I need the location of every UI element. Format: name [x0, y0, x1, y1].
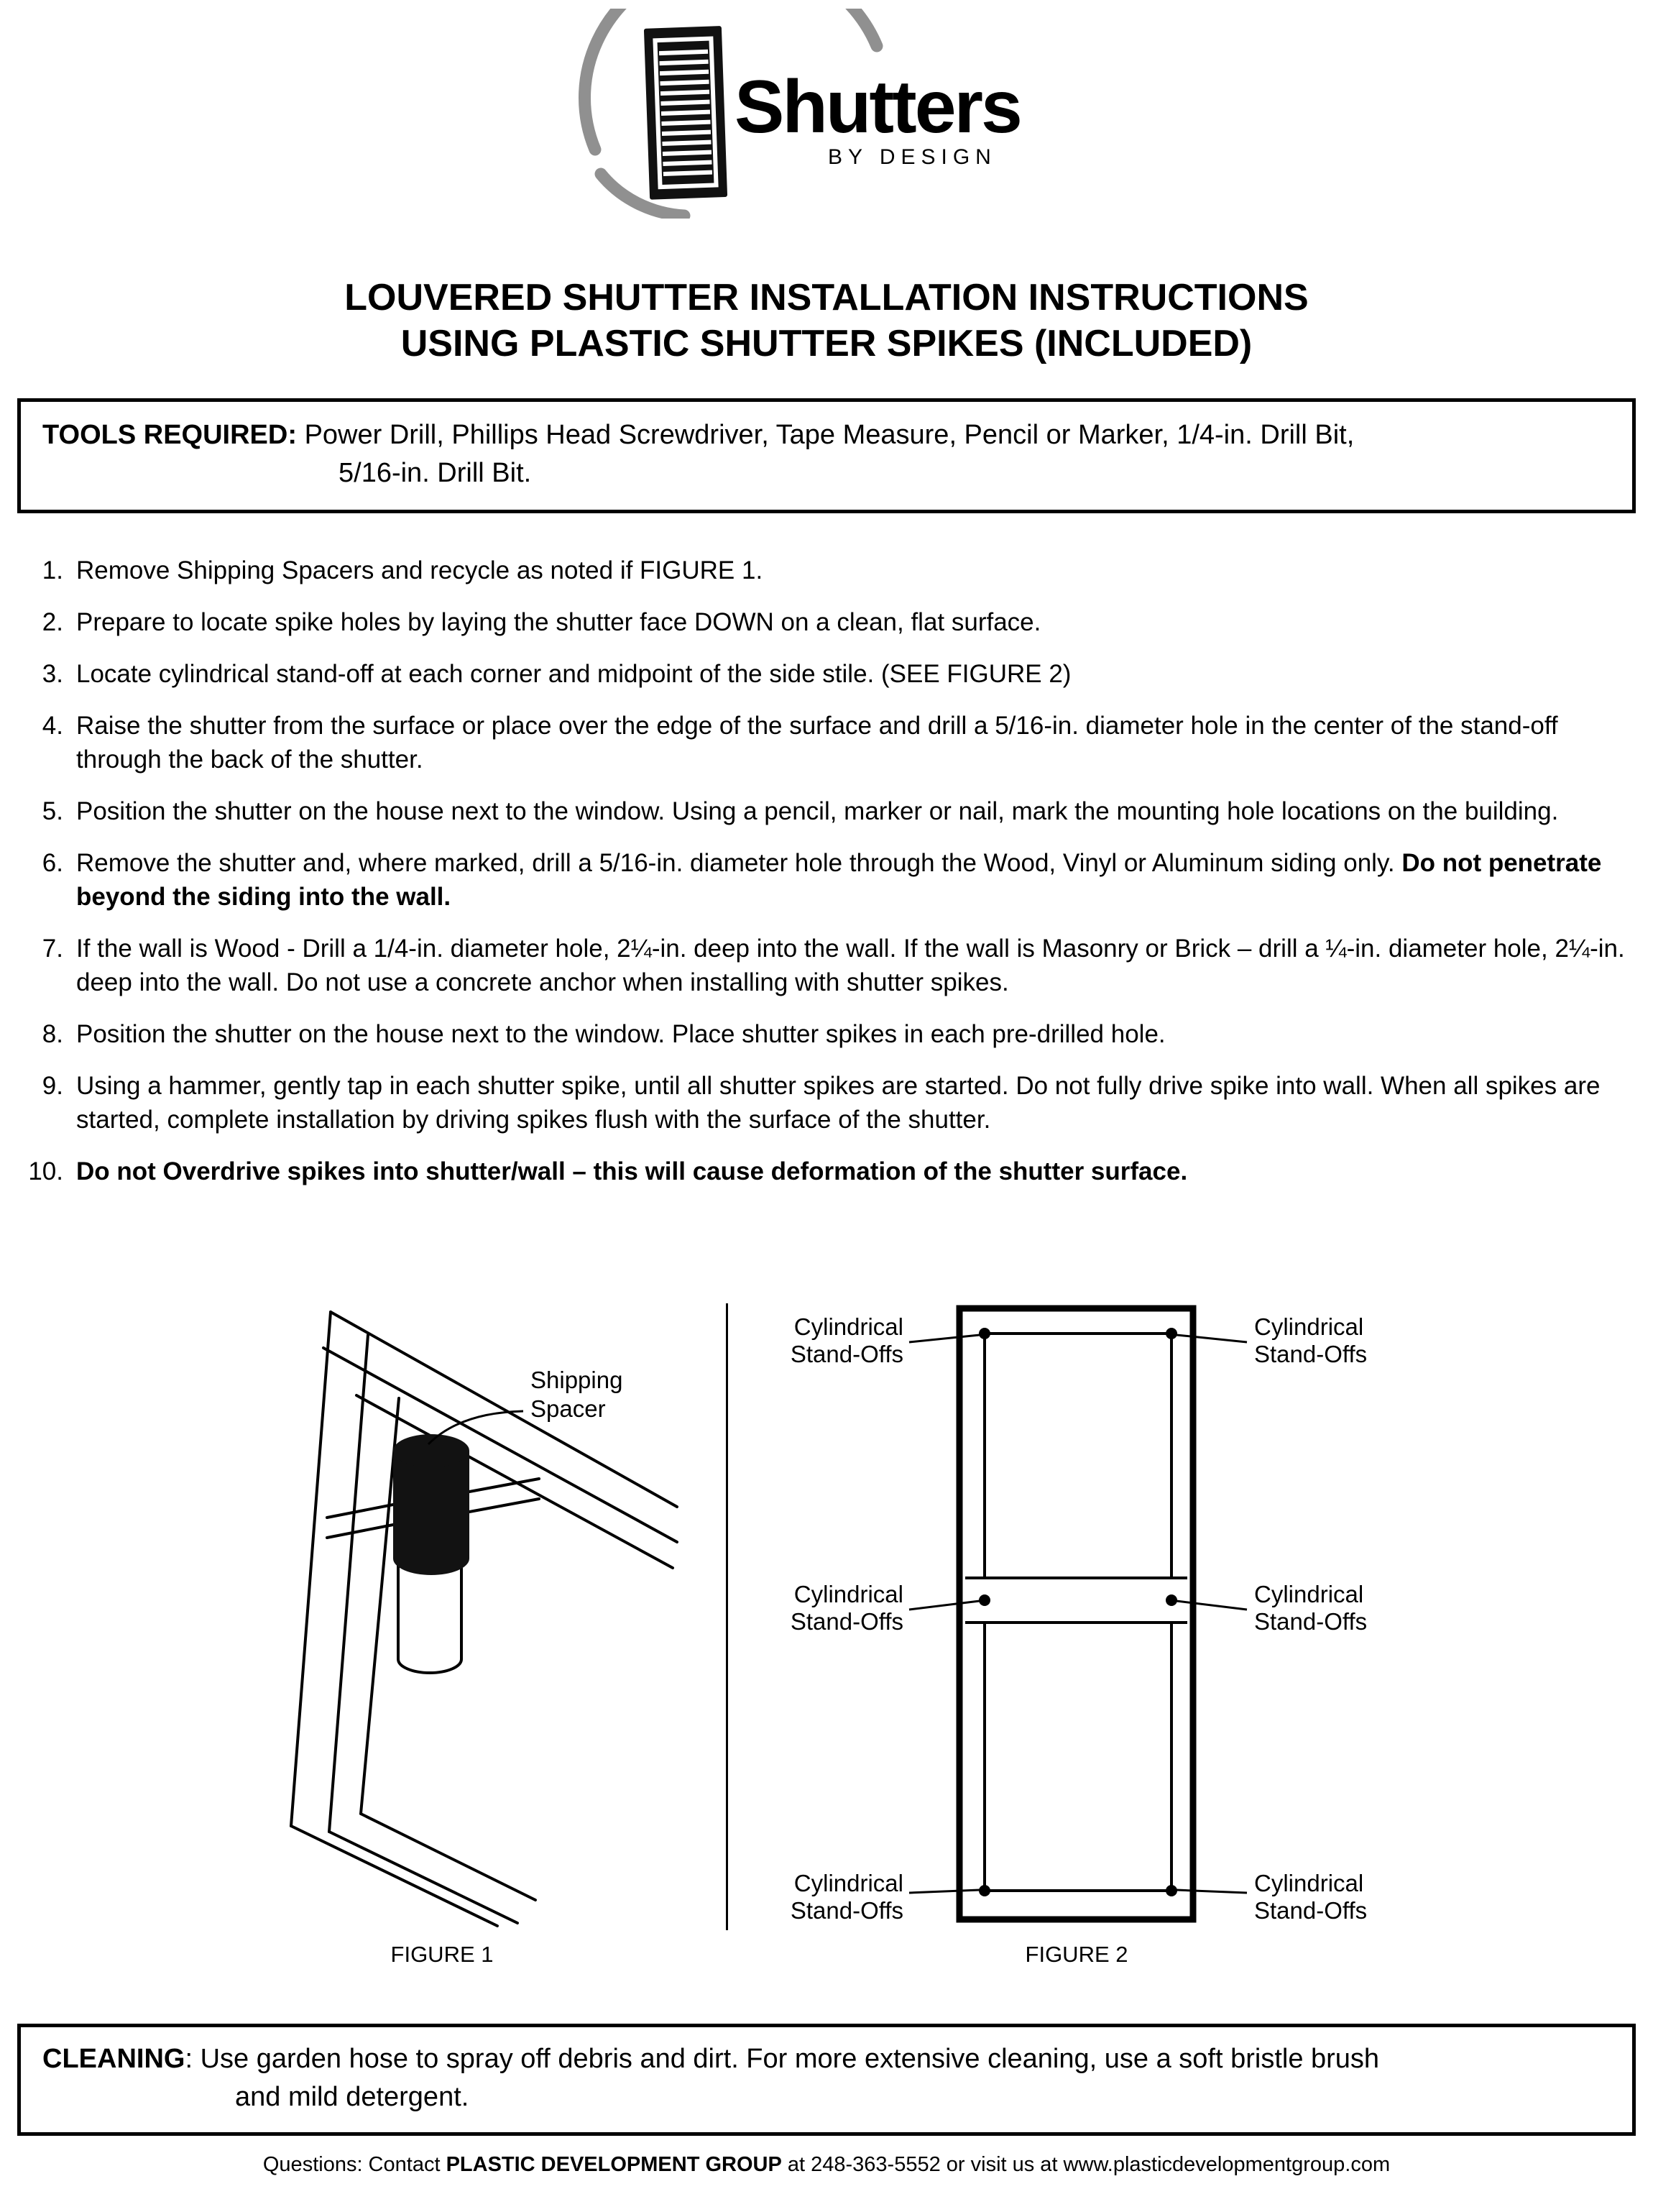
- page-title-line1: LOUVERED SHUTTER INSTALLATION INSTRUCTIO…: [344, 277, 1309, 318]
- step-number: 1.: [42, 556, 63, 584]
- step-3: 3. Locate cylindrical stand-off at each c…: [0, 657, 1653, 691]
- step-text: Position the shutter on the house next t…: [63, 1017, 1186, 1051]
- step-text: Do not Overdrive spikes into shutter/wal…: [63, 1155, 1207, 1188]
- stand-offs-label-bottom-right-line1: Cylindrical: [1254, 1870, 1363, 1896]
- step-9: 9. Using a hammer, gently tap in each shu…: [0, 1069, 1653, 1137]
- step-1: 1. Remove Shipping Spacers and recycle as…: [0, 554, 1653, 587]
- shutter-top-panel: [983, 1332, 1173, 1579]
- step-number: 2.: [42, 608, 63, 636]
- stand-offs-label-top-left-line2: Stand-Offs: [791, 1341, 903, 1367]
- step-number: 7.: [42, 935, 63, 963]
- logo-swoosh: [579, 9, 883, 219]
- cleaning-text: : Use garden hose to spray off debris an…: [185, 2044, 1380, 2074]
- figure1-drawing: Shipping Spacer: [290, 1311, 678, 1927]
- shipping-spacer-label-line1: Shipping: [530, 1367, 622, 1393]
- step-text: Raise the shutter from the surface or pl…: [63, 709, 1653, 776]
- footer-prefix: Questions: Contact: [262, 2153, 446, 2176]
- shutters-logo: Shutters BY DESIGN: [579, 9, 1023, 219]
- shipping-spacer-label-line2: Spacer: [530, 1395, 606, 1422]
- step-text-regular: Raise the shutter from the surface or pl…: [76, 712, 1558, 774]
- shutter-icon: [643, 26, 728, 200]
- step-text-regular: If the wall is Wood - Drill a 1/4-in. di…: [76, 935, 1625, 996]
- step-text-regular: Prepare to locate spike holes by laying …: [76, 608, 1041, 636]
- step-number: 5.: [42, 797, 63, 825]
- footer: Questions: Contact PLASTIC DEVELOPMENT G…: [0, 2153, 1653, 2177]
- cleaning-line2: and mild detergent.: [235, 2082, 469, 2112]
- footer-suffix: at 248-363-5552 or visit us at www.plast…: [781, 2153, 1391, 2176]
- stand-offs-label-top-left-line1: Cylindrical: [794, 1313, 903, 1340]
- page-title: LOUVERED SHUTTER INSTALLATION INSTRUCTIO…: [0, 275, 1653, 367]
- tools-label: TOOLS REQUIRED:: [42, 420, 297, 450]
- step-text-regular: Using a hammer, gently tap in each shutt…: [76, 1072, 1601, 1134]
- step-4: 4. Raise the shutter from the surface or …: [0, 709, 1653, 776]
- step-7: 7. If the wall is Wood - Drill a 1/4-in. …: [0, 932, 1653, 999]
- step-text: Remove Shipping Spacers and recycle as n…: [63, 554, 783, 587]
- tools-list: Power Drill, Phillips Head Screwdriver, …: [304, 420, 1355, 450]
- figures-section: Shipping Spacer Cylin: [0, 1303, 1653, 1988]
- stand-offs-label-mid-right-line1: Cylindrical: [1254, 1581, 1363, 1607]
- figure2-caption: FIGURE 2: [1025, 1942, 1128, 1967]
- figure1-caption: FIGURE 1: [390, 1942, 494, 1967]
- cleaning-label: CLEANING: [42, 2044, 185, 2074]
- stand-off-dots: [979, 1328, 1177, 1896]
- leader-line: [427, 1410, 524, 1446]
- tools-line1: TOOLS REQUIRED: Power Drill, Phillips He…: [42, 416, 1611, 454]
- step-number: 8.: [42, 1020, 63, 1048]
- instruction-steps: 1. Remove Shipping Spacers and recycle as…: [0, 554, 1653, 1188]
- leader-lines: [908, 1334, 1248, 1894]
- step-number: 9.: [42, 1072, 63, 1100]
- step-text: Remove the shutter and, where marked, dr…: [63, 846, 1653, 914]
- stand-offs-label-bottom-right-line2: Stand-Offs: [1254, 1897, 1367, 1924]
- step-text-regular: Position the shutter on the house next t…: [76, 797, 1559, 825]
- step-number: 10.: [28, 1157, 63, 1185]
- stand-offs-label-mid-right-line2: Stand-Offs: [1254, 1608, 1367, 1635]
- step-number: 6.: [42, 849, 63, 877]
- logo-header: Shutters BY DESIGN: [0, 0, 1653, 219]
- step-text: If the wall is Wood - Drill a 1/4-in. di…: [63, 932, 1653, 999]
- step-10: 10. Do not Overdrive spikes into shutter/…: [0, 1155, 1653, 1188]
- logo-brand-text: Shutters: [735, 65, 1021, 149]
- tools-required-box: TOOLS REQUIRED: Power Drill, Phillips He…: [17, 398, 1636, 513]
- step-text: Locate cylindrical stand-off at each cor…: [63, 657, 1091, 691]
- step-text-regular: Position the shutter on the house next t…: [76, 1020, 1166, 1048]
- step-text-bold: Do not Overdrive spikes into shutter/wal…: [76, 1157, 1188, 1185]
- step-number: 3.: [42, 660, 63, 688]
- shutter-frame-corner: [290, 1311, 678, 1927]
- figure-divider: [726, 1303, 728, 1930]
- step-text-regular: Remove the shutter and, where marked, dr…: [76, 849, 1402, 877]
- step-text-bold: Do not penetrate beyond the siding into …: [76, 849, 1602, 911]
- figure2-drawing: Cylindrical Stand-Offs Cylindrical Stand…: [791, 1305, 1367, 1924]
- step-8: 8. Position the shutter on the house next…: [0, 1017, 1653, 1051]
- footer-company: PLASTIC DEVELOPMENT GROUP: [446, 2153, 782, 2176]
- page-title-line2: USING PLASTIC SHUTTER SPIKES (INCLUDED): [400, 323, 1253, 364]
- stand-offs-label-mid-left-line1: Cylindrical: [794, 1581, 903, 1607]
- logo-tagline: BY DESIGN: [828, 145, 997, 169]
- shutter-outline: [956, 1305, 1197, 1923]
- step-text: Prepare to locate spike holes by laying …: [63, 605, 1061, 639]
- cleaning-line1: CLEANING: Use garden hose to spray off d…: [42, 2040, 1611, 2078]
- step-6: 6. Remove the shutter and, where marked, …: [0, 846, 1653, 914]
- step-text-regular: Locate cylindrical stand-off at each cor…: [76, 660, 1072, 688]
- stand-offs-label-top-right-line2: Stand-Offs: [1254, 1341, 1367, 1367]
- tools-line2: 5/16-in. Drill Bit.: [339, 458, 532, 488]
- stand-offs-label-top-right-line1: Cylindrical: [1254, 1313, 1363, 1340]
- tools-text: [297, 420, 305, 450]
- shipping-spacer-graphic: [393, 1434, 469, 1674]
- stand-offs-label-mid-left-line2: Stand-Offs: [791, 1608, 903, 1635]
- step-2: 2. Prepare to locate spike holes by layin…: [0, 605, 1653, 639]
- step-text: Position the shutter on the house next t…: [63, 794, 1578, 828]
- stand-offs-label-bottom-left-line2: Stand-Offs: [791, 1897, 903, 1924]
- step-text-regular: Remove Shipping Spacers and recycle as n…: [76, 556, 763, 584]
- shutter-bottom-panel: [983, 1621, 1173, 1892]
- cleaning-box: CLEANING: Use garden hose to spray off d…: [17, 2024, 1636, 2136]
- step-5: 5. Position the shutter on the house next…: [0, 794, 1653, 828]
- step-text: Using a hammer, gently tap in each shutt…: [63, 1069, 1653, 1137]
- stand-offs-label-bottom-left-line1: Cylindrical: [794, 1870, 903, 1896]
- step-number: 4.: [42, 712, 63, 740]
